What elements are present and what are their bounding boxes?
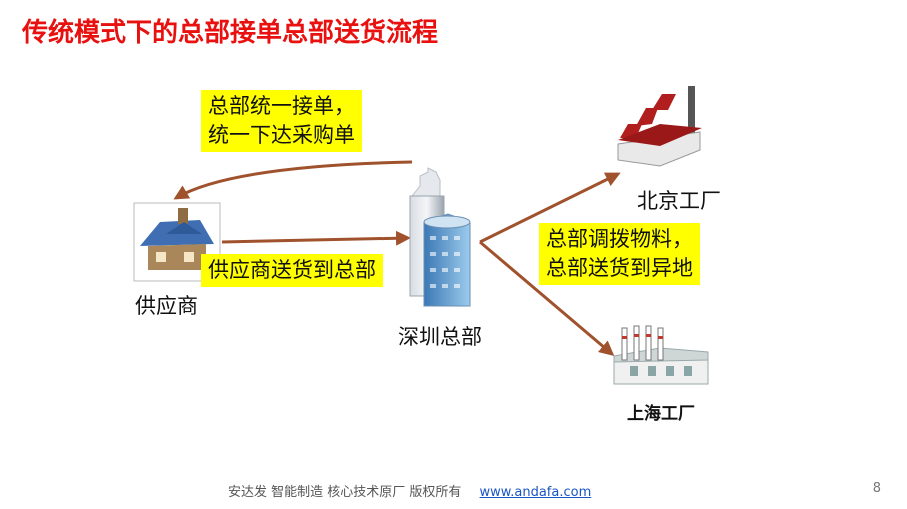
house-icon xyxy=(133,202,221,282)
note-top-line-2: 统一下达采购单 xyxy=(208,123,355,147)
footer-link[interactable]: www.andafa.com xyxy=(479,485,592,500)
note-right: 总部调拨物料， 总部送货到异地 xyxy=(539,223,700,285)
hq-label: 深圳总部 xyxy=(398,325,482,349)
arrow-hq-to-beijing xyxy=(479,172,621,244)
note-right-line-2: 总部送货到异地 xyxy=(546,256,693,280)
footer: 安达发 智能制造 核心技术原厂 版权所有 www.andafa.com xyxy=(228,481,591,500)
arrow-supplier-to-hq xyxy=(221,230,411,246)
skyscraper-icon xyxy=(409,167,471,307)
beijing-factory-label: 北京工厂 xyxy=(637,189,721,213)
footer-text: 安达发 智能制造 核心技术原厂 版权所有 xyxy=(228,485,462,500)
factory-red-icon xyxy=(617,86,702,167)
factory-smokestack-icon xyxy=(613,325,709,385)
page-title: 传统模式下的总部接单总部送货流程 xyxy=(22,18,439,48)
note-top-line-1: 总部统一接单， xyxy=(208,94,355,118)
note-top: 总部统一接单， 统一下达采购单 xyxy=(201,90,362,152)
arrow-hq-to-shanghai xyxy=(479,240,615,356)
arrow-hq-to-supplier xyxy=(173,160,413,200)
note-middle: 供应商送货到总部 xyxy=(201,254,383,287)
note-right-line-1: 总部调拨物料， xyxy=(546,227,693,251)
shanghai-factory-label: 上海工厂 xyxy=(627,404,695,424)
page-number: 8 xyxy=(872,481,881,496)
supplier-label: 供应商 xyxy=(135,294,198,318)
